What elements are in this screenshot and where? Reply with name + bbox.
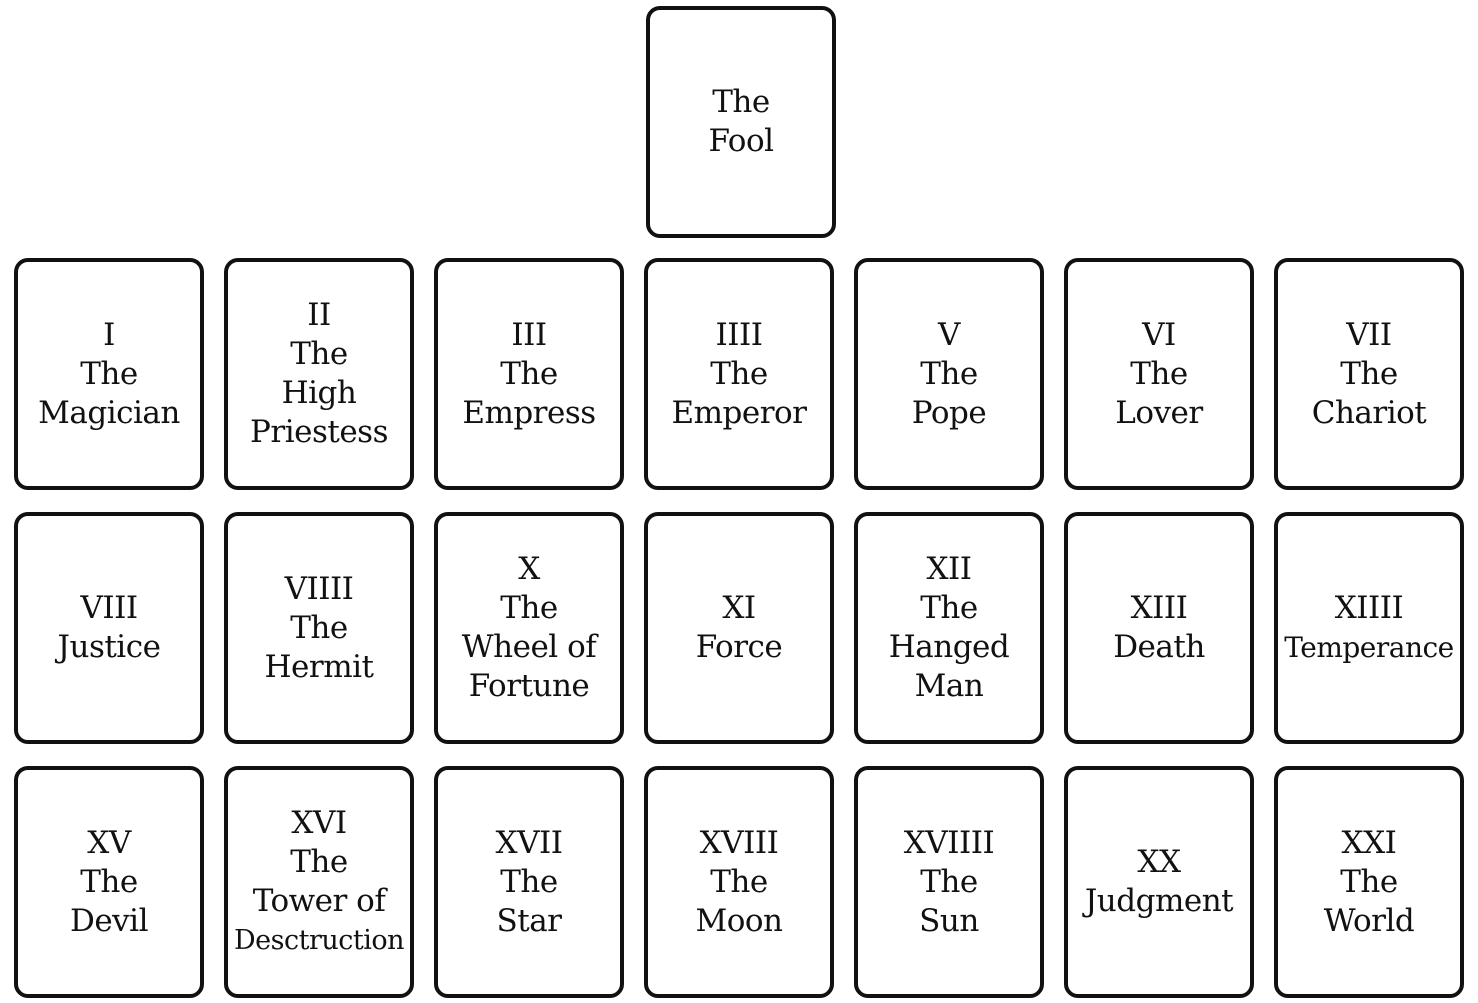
card-line: Lover [1115, 394, 1203, 431]
card-line: Temperance [1284, 631, 1454, 664]
card-line: I [103, 316, 115, 353]
card-line: XV [87, 824, 131, 861]
card-line: The [710, 355, 768, 392]
card-line: XVII [495, 824, 563, 861]
card-line: High [281, 375, 357, 411]
card-line: IIII [715, 316, 763, 353]
card-line: The [80, 355, 138, 392]
card-line: XI [722, 590, 756, 626]
card-line: V [938, 316, 960, 353]
card-line: Death [1113, 629, 1205, 665]
card-line: III [511, 316, 547, 353]
card-line: The [920, 355, 978, 392]
card-line: The [290, 844, 348, 880]
card-line: Empress [462, 394, 596, 431]
card-line: The [290, 336, 348, 372]
card-line: XIII [1130, 590, 1188, 626]
card-line: VIIII [284, 570, 354, 607]
card-line: VI [1142, 316, 1176, 353]
card-line: VIII [80, 590, 138, 626]
card-line: Hanged [888, 629, 1010, 665]
card-line: The [1340, 863, 1398, 900]
card-line: XII [926, 551, 972, 587]
card-line: The [290, 609, 348, 646]
card-line: XX [1137, 844, 1181, 880]
card-line: Chariot [1311, 394, 1427, 431]
card-line: Pope [911, 394, 987, 431]
card-line: Emperor [671, 394, 807, 431]
card-line: XVI [291, 805, 347, 841]
card-line: The [1340, 355, 1398, 392]
card-line: Judgment [1084, 883, 1234, 919]
card-the-fool: The Fool [646, 6, 836, 238]
card-line: Devil [69, 902, 149, 939]
card-line: Star [496, 902, 563, 939]
card-line: Priestess [250, 414, 388, 450]
card-line: XIIII [1334, 590, 1404, 626]
card-line: XVIIII [903, 824, 995, 861]
card-line: Tower of [252, 883, 386, 919]
card-line: X [518, 551, 540, 587]
card-line: VII [1346, 316, 1392, 353]
card-line: The [500, 863, 558, 900]
card-line: Hermit [264, 648, 374, 685]
card-line: Man [914, 668, 984, 704]
card-line: II [307, 297, 331, 333]
card-line: World [1323, 902, 1415, 939]
card-line: Force [695, 629, 783, 665]
card-line: Wheel of [461, 629, 597, 665]
card-line: XXI [1341, 824, 1397, 861]
card-line: Fool [708, 123, 774, 159]
card-line: The [712, 84, 770, 120]
card-line: The [500, 590, 558, 626]
card-line: The [710, 863, 768, 900]
card-line: XVIII [699, 824, 779, 861]
card-line: Desctruction [233, 925, 405, 956]
card-line: The [500, 355, 558, 392]
card-line: The [1130, 355, 1188, 392]
card-line: The [80, 863, 138, 900]
card-line: The [920, 590, 978, 626]
card-line: Moon [695, 902, 783, 939]
card-line: Magician [38, 394, 180, 431]
card-line: The [920, 863, 978, 900]
card-1-6: XIIII Temperance [1274, 512, 1464, 744]
card-line: Fortune [468, 668, 590, 704]
card-line: Justice [57, 629, 161, 665]
card-line: Sun [919, 902, 979, 939]
